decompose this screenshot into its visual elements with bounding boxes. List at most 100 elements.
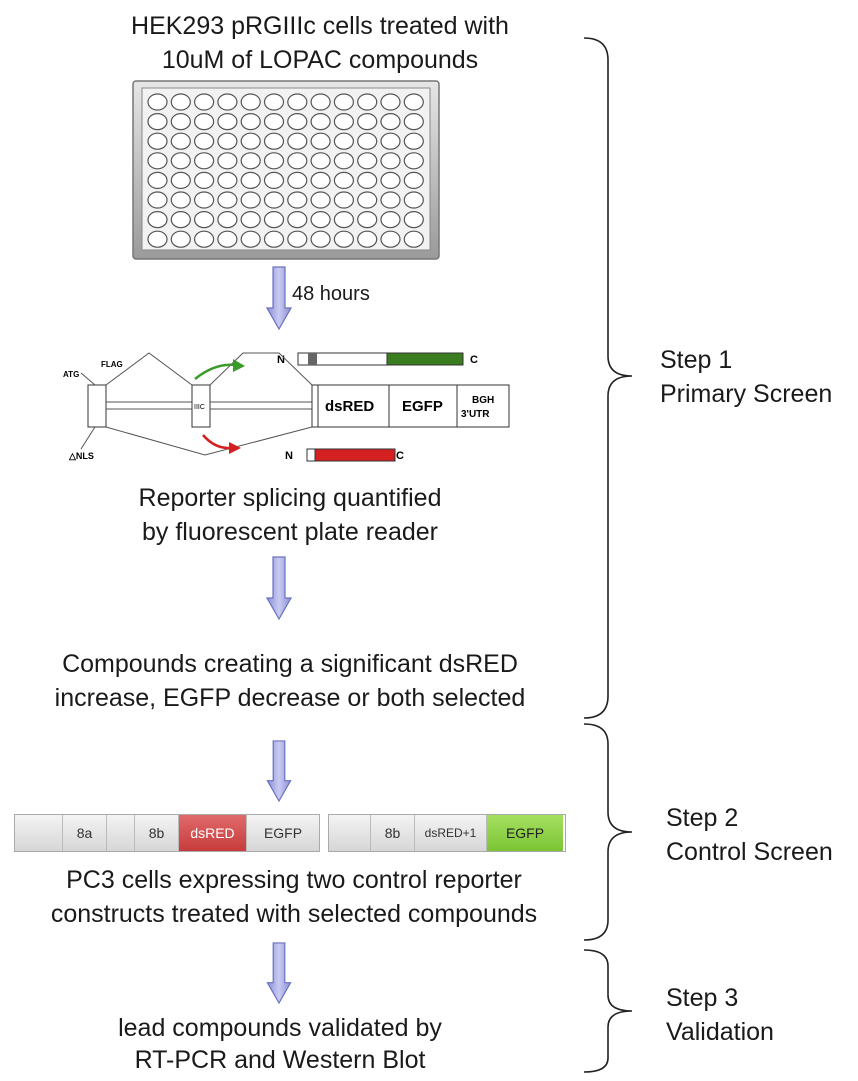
well bbox=[357, 171, 378, 190]
down-arrow-2 bbox=[266, 556, 292, 620]
well bbox=[193, 112, 215, 131]
well bbox=[310, 230, 331, 248]
c-label-bottom: C bbox=[396, 450, 404, 462]
well bbox=[147, 171, 168, 190]
well bbox=[240, 93, 261, 111]
step-2-name: Control Screen bbox=[666, 838, 833, 866]
well bbox=[333, 152, 354, 170]
n-label-bottom: N bbox=[285, 450, 293, 462]
egfp-label: EGFP bbox=[402, 398, 443, 415]
construct2-segment-dsred1: dsRED+1 bbox=[415, 815, 487, 851]
exon-iiic-label: IIIC bbox=[194, 404, 205, 411]
selection-line-1: Compounds creating a significant dsRED bbox=[62, 650, 518, 678]
well bbox=[380, 211, 401, 229]
dsred-label: dsRED bbox=[325, 398, 374, 415]
well bbox=[147, 211, 168, 229]
well bbox=[217, 132, 238, 150]
well bbox=[357, 230, 378, 248]
atg-label: ATG bbox=[63, 370, 79, 379]
control-construct-2: 8b dsRED+1 EGFP bbox=[328, 814, 566, 852]
well bbox=[217, 211, 238, 229]
well bbox=[403, 132, 424, 150]
nls-label: △NLS bbox=[68, 451, 94, 461]
well bbox=[240, 152, 261, 170]
well bbox=[240, 132, 261, 150]
well bbox=[193, 191, 215, 209]
well bbox=[333, 93, 354, 111]
well bbox=[263, 171, 285, 190]
well bbox=[403, 152, 424, 170]
step-braces bbox=[583, 37, 633, 1073]
well bbox=[287, 152, 308, 170]
well bbox=[380, 132, 401, 150]
header-line-1: HEK293 pRGIIIc cells treated with bbox=[131, 12, 509, 40]
construct2-segment-egfp: EGFP bbox=[487, 815, 563, 851]
down-arrow-1 bbox=[266, 266, 292, 330]
well bbox=[263, 211, 285, 229]
well bbox=[310, 211, 331, 229]
well bbox=[287, 132, 308, 150]
well bbox=[193, 230, 215, 248]
well bbox=[170, 211, 191, 229]
well bbox=[333, 171, 354, 190]
well bbox=[263, 132, 285, 150]
well bbox=[380, 171, 401, 190]
well bbox=[240, 191, 261, 209]
construct2-segment bbox=[329, 815, 371, 851]
construct2-segment-8b: 8b bbox=[371, 815, 415, 851]
well bbox=[333, 132, 354, 150]
well bbox=[170, 93, 191, 111]
validation-line-2: RT-PCR and Western Blot bbox=[134, 1046, 426, 1074]
well bbox=[403, 93, 424, 111]
validation-line-1: lead compounds validated by bbox=[118, 1014, 442, 1042]
well bbox=[263, 152, 285, 170]
well bbox=[357, 112, 378, 131]
well bbox=[310, 93, 331, 111]
construct1-segment-dsred: dsRED bbox=[179, 815, 247, 851]
well bbox=[333, 211, 354, 229]
step-3-name: Validation bbox=[666, 1018, 774, 1046]
well bbox=[403, 191, 424, 209]
well bbox=[240, 211, 261, 229]
well bbox=[287, 171, 308, 190]
well bbox=[193, 171, 215, 190]
well bbox=[403, 211, 424, 229]
well bbox=[170, 132, 191, 150]
c-label-top: C bbox=[470, 354, 478, 366]
well bbox=[217, 171, 238, 190]
well bbox=[287, 211, 308, 229]
well bbox=[357, 211, 378, 229]
well bbox=[357, 191, 378, 209]
step-1-name: Primary Screen bbox=[660, 380, 833, 408]
construct1-segment bbox=[15, 815, 63, 851]
well bbox=[147, 112, 168, 131]
well bbox=[147, 93, 168, 111]
well bbox=[217, 152, 238, 170]
well bbox=[310, 132, 331, 150]
construct1-segment-8b: 8b bbox=[135, 815, 179, 851]
step-3-title: Step 3 bbox=[666, 984, 739, 1012]
well bbox=[357, 93, 378, 111]
well bbox=[403, 230, 424, 248]
n-label-top: N bbox=[277, 354, 285, 366]
well bbox=[333, 230, 354, 248]
well bbox=[193, 211, 215, 229]
control-construct-1: 8a 8b dsRED EGFP bbox=[14, 814, 320, 852]
well bbox=[263, 93, 285, 111]
well-plate-image bbox=[132, 80, 440, 260]
reporter-line-1: Reporter splicing quantified bbox=[138, 484, 442, 512]
well bbox=[357, 132, 378, 150]
down-arrow-4 bbox=[266, 942, 292, 1004]
flag-label: FLAG bbox=[101, 360, 123, 369]
step-1-title: Step 1 bbox=[660, 346, 733, 374]
well bbox=[403, 171, 424, 190]
well bbox=[287, 191, 308, 209]
well bbox=[170, 191, 191, 209]
reporter-line-2: by fluorescent plate reader bbox=[141, 518, 438, 546]
well bbox=[217, 93, 238, 111]
well bbox=[333, 191, 354, 209]
well bbox=[170, 112, 191, 131]
well bbox=[380, 230, 401, 248]
construct1-segment-8a: 8a bbox=[63, 815, 107, 851]
well bbox=[333, 112, 354, 131]
